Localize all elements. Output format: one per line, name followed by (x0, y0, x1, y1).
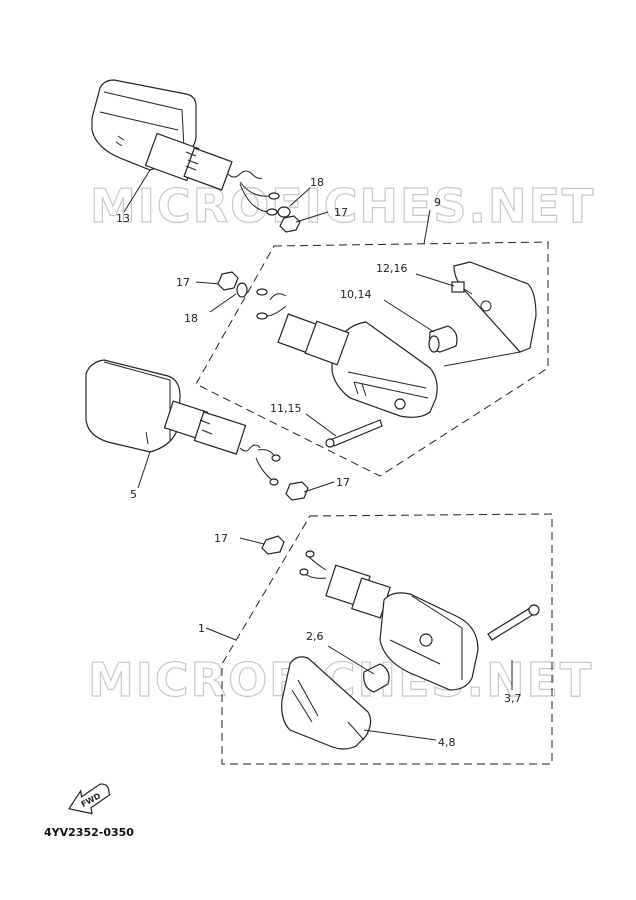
washer-18-mid (236, 282, 248, 298)
part-diagram-code: 4YV2352-0350 (44, 826, 134, 839)
flasher-assembly-5 (85, 359, 309, 501)
assembly-boundary-1 (221, 513, 553, 765)
screw-3-7 (487, 607, 535, 641)
callout-2-6: 2,6 (306, 630, 324, 643)
nut-17-top (279, 215, 301, 233)
callout-5: 5 (130, 488, 137, 501)
nut-17-mid (217, 271, 239, 291)
flasher-assembly-13 (91, 79, 301, 233)
bulb-2-6 (363, 663, 390, 693)
callout-18-mid: 18 (184, 312, 198, 325)
callout-17-top: 17 (334, 206, 348, 219)
flasher-assembly-1 (261, 535, 540, 750)
callout-17-mid: 17 (176, 276, 190, 289)
watermark-top: MICROFICHES.NET (90, 179, 595, 233)
callout-3-7: 3,7 (504, 692, 522, 705)
callout-10-14: 10,14 (340, 288, 372, 301)
callout-9: 9 (434, 196, 441, 209)
callout-18-top: 18 (310, 176, 324, 189)
lens-4-8 (281, 656, 372, 750)
callout-4-8: 4,8 (438, 736, 456, 749)
callout-13: 13 (116, 212, 130, 225)
washer-18-top (277, 206, 291, 218)
callout-11-15: 11,15 (270, 402, 302, 415)
callout-1: 1 (198, 622, 205, 635)
forward-direction-arrow: FWD (68, 783, 111, 815)
flasher-assembly-9 (256, 261, 537, 448)
callout-12-16: 12,16 (376, 262, 408, 275)
callout-17-left: 17 (336, 476, 350, 489)
assembly-boundary-9 (195, 241, 549, 477)
callout-17-bottom: 17 (214, 532, 228, 545)
nut-17-left (285, 481, 309, 501)
nut-17-bottom (261, 535, 285, 555)
lens-12-16 (453, 261, 537, 353)
screw-11-15 (329, 419, 383, 447)
